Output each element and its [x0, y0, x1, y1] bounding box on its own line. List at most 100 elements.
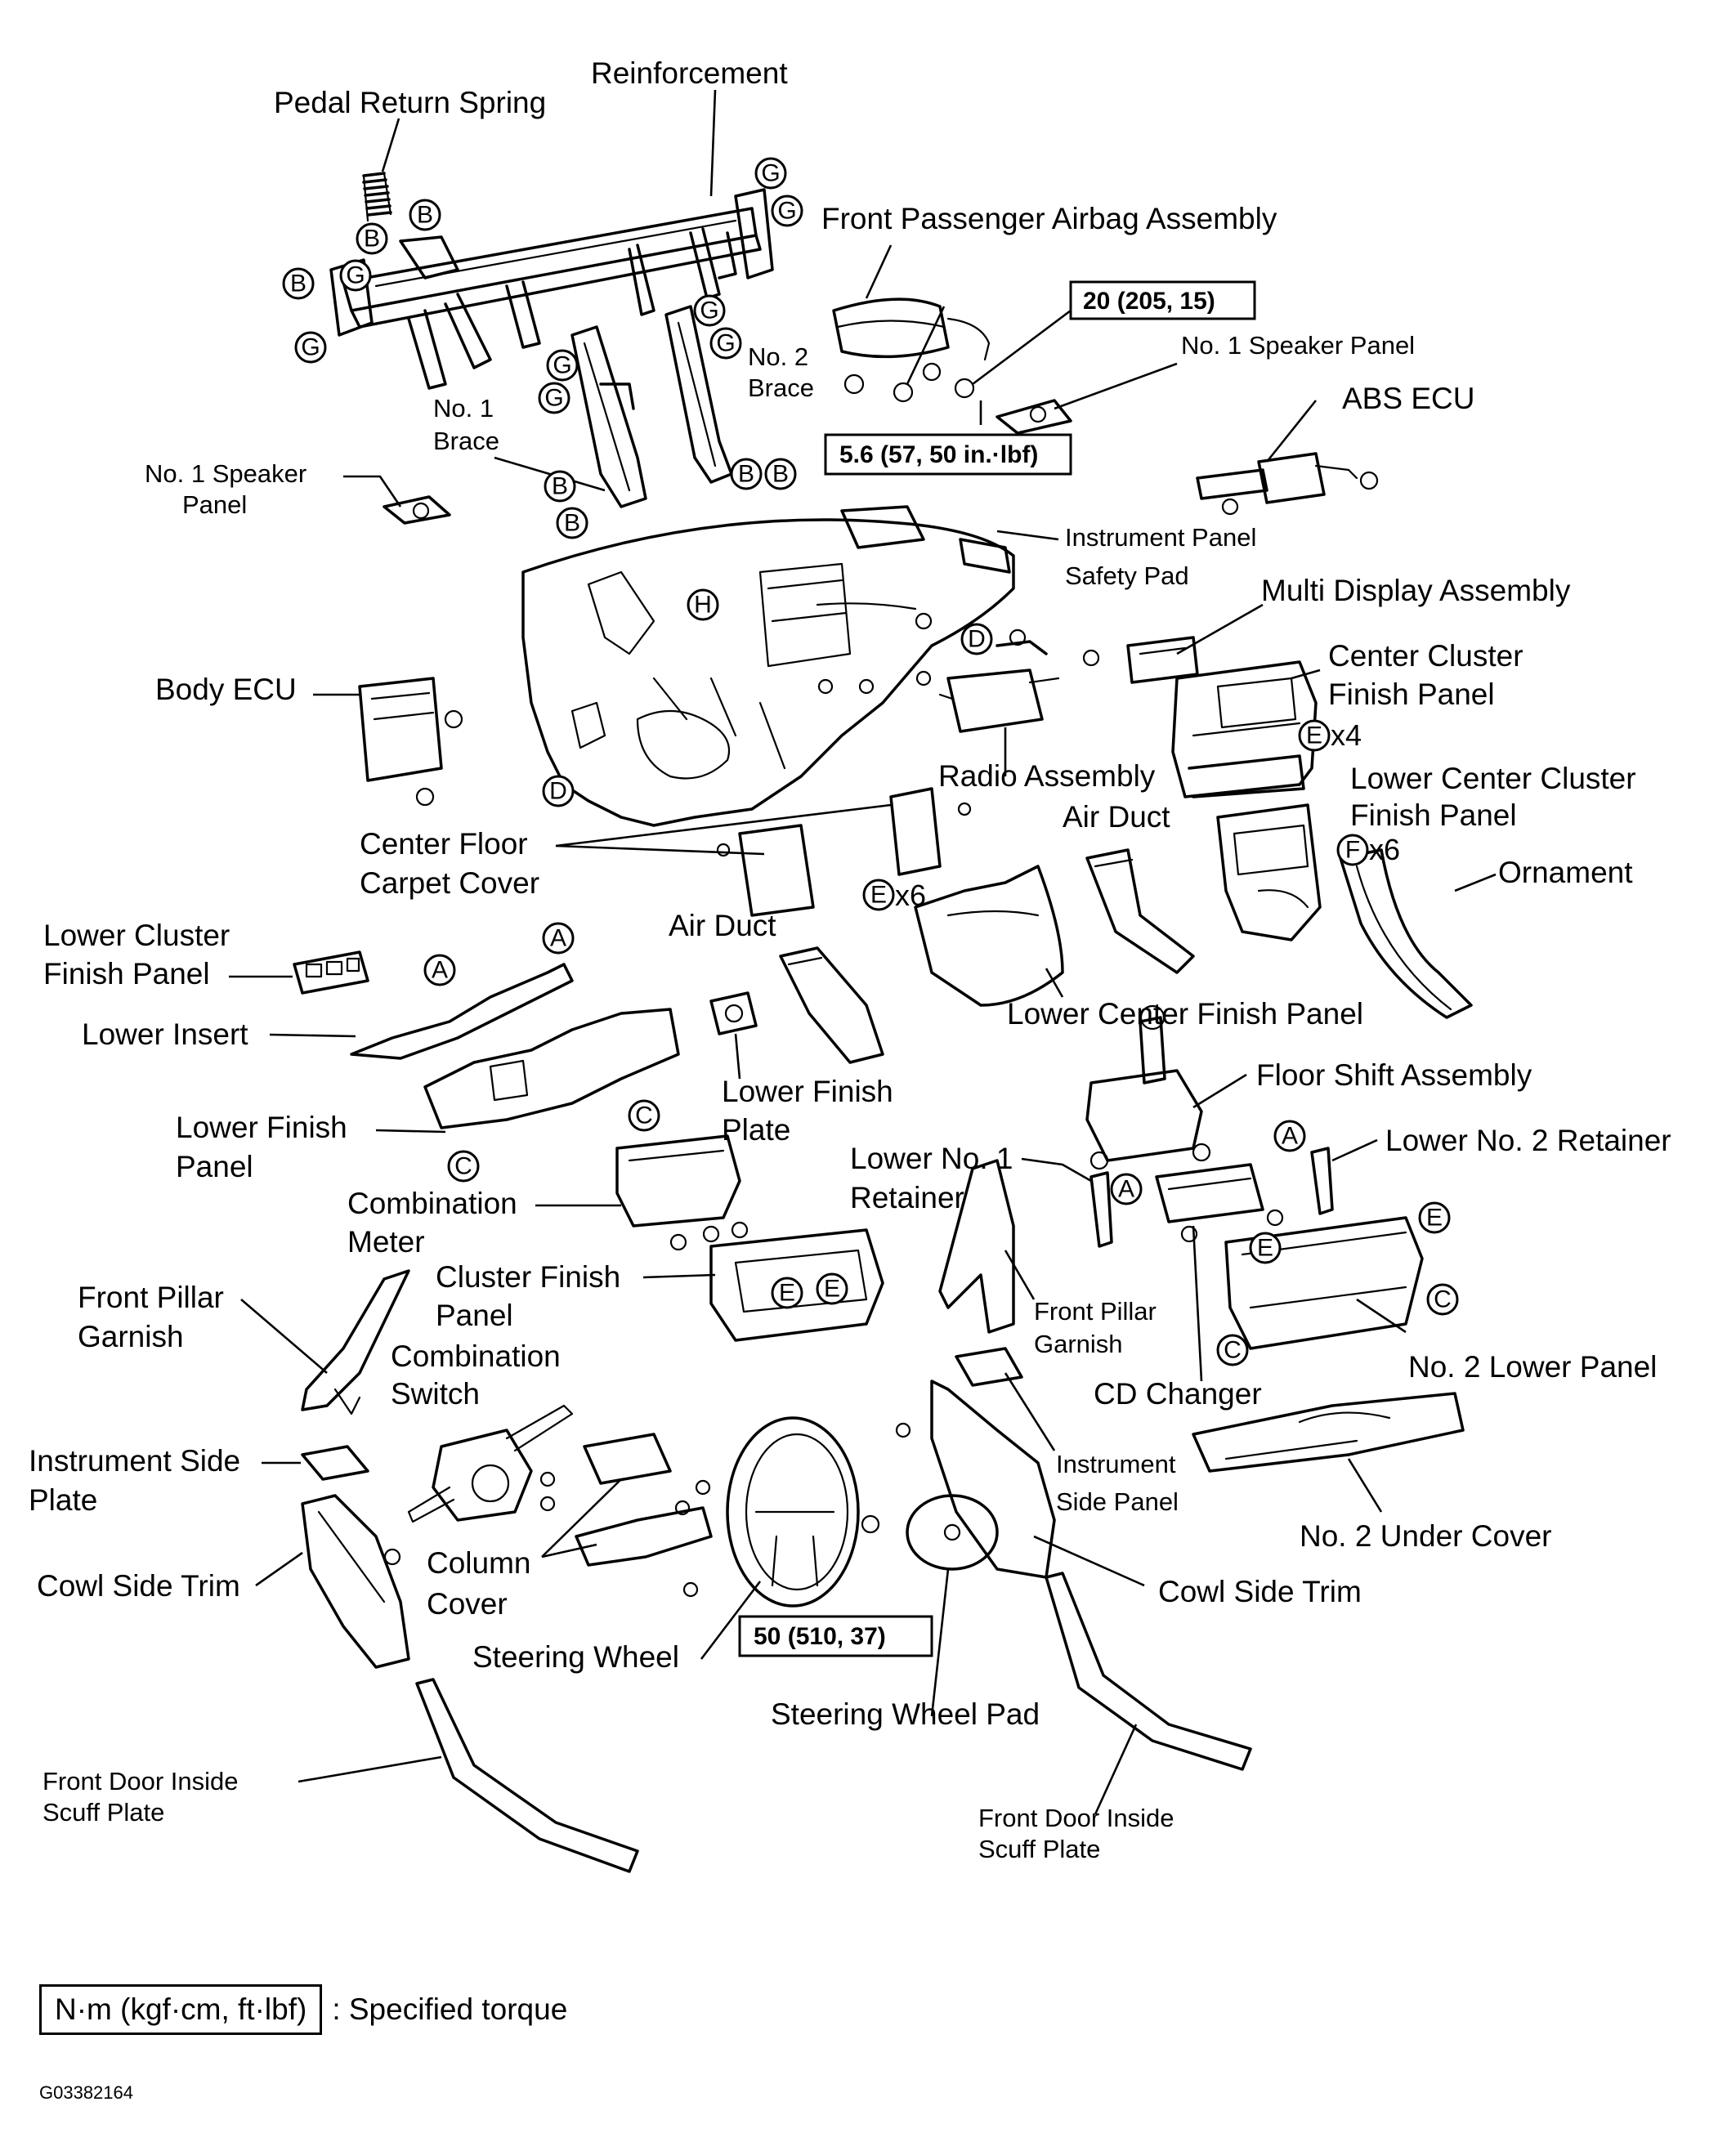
label-lower-no1-retainer-line1: Lower No. 1: [850, 1142, 1013, 1175]
label-column-cover-line2: Cover: [427, 1587, 508, 1621]
marker-c3: C: [1426, 1283, 1459, 1316]
label-no1-speaker-panel-right: No. 1 Speaker Panel: [1181, 331, 1415, 360]
pedal-return-spring-part: [362, 172, 392, 222]
label-steering-wheel-pad: Steering Wheel Pad: [771, 1697, 1040, 1731]
lower-center-finish-part: [914, 865, 1064, 1007]
instrument-side-panel-part: [955, 1347, 1023, 1387]
svg-text:D: D: [968, 626, 986, 653]
label-lower-finish-panel-line1: Lower Finish: [176, 1111, 347, 1144]
label-no1-brace-line2: Brace: [433, 427, 499, 455]
cluster-finish-part: [709, 1228, 884, 1342]
marker-b7: B: [556, 507, 588, 539]
marker-b1: B: [409, 199, 441, 231]
label-lower-no1-retainer-line2: Retainer: [850, 1181, 964, 1214]
label-center-floor-line2: Carpet Cover: [360, 866, 539, 900]
svg-text:B: B: [738, 461, 754, 488]
no2-under-cover-part: [1192, 1392, 1465, 1473]
lower-insert-part: [350, 963, 574, 1060]
svg-text:G: G: [700, 297, 718, 324]
svg-text:B: B: [417, 202, 433, 229]
ornament-part: [1339, 848, 1473, 1019]
svg-text:H: H: [694, 592, 712, 619]
svg-text:G: G: [301, 334, 320, 361]
label-body-ecu: Body ECU: [155, 673, 297, 706]
callout-labels: Pedal Return Spring Reinforcement Front …: [29, 56, 1671, 1863]
lower-no2-retainer-part: [1310, 1147, 1334, 1215]
label-air-duct-left: Air Duct: [669, 909, 776, 942]
steering-wheel-part: [726, 1416, 880, 1608]
label-no2-lower-panel: No. 2 Lower Panel: [1408, 1350, 1657, 1384]
air-duct-left-part: [779, 946, 884, 1064]
marker-c1: C: [628, 1099, 660, 1132]
label-front-pillar-left-line2: Garnish: [78, 1320, 184, 1353]
label-instrument-side-panel-line2: Side Panel: [1056, 1487, 1179, 1516]
marker-b2: B: [356, 222, 388, 255]
label-lower-cluster-line2: Finish Panel: [43, 957, 210, 991]
svg-text:C: C: [1434, 1286, 1452, 1313]
svg-text:A: A: [1118, 1176, 1134, 1203]
steering-wheel-pad-part: [906, 1494, 999, 1571]
label-instrument-side-panel-line1: Instrument: [1056, 1450, 1176, 1478]
marker-b4: B: [730, 458, 763, 490]
svg-text:E: E: [1426, 1205, 1443, 1232]
svg-text:A: A: [1282, 1123, 1298, 1150]
front-pillar-left-part: [301, 1269, 410, 1415]
label-scuff-left-line1: Front Door Inside: [43, 1767, 239, 1795]
lower-finish-plate-part: [709, 991, 758, 1035]
label-instrument-panel-line1: Instrument Panel: [1065, 523, 1256, 552]
body-ecu-part: [358, 677, 463, 807]
marker-g8: G: [538, 382, 570, 414]
label-cowl-side-right: Cowl Side Trim: [1158, 1575, 1362, 1608]
svg-text:C: C: [635, 1102, 653, 1129]
marker-e6: E: [816, 1272, 848, 1305]
multiplier-e-x6: x6: [895, 879, 926, 912]
marker-e3: E: [1418, 1201, 1451, 1234]
air-duct-right-part: [1085, 848, 1195, 974]
multiplier-f-x6: x6: [1369, 833, 1400, 866]
label-combination-meter-line1: Combination: [347, 1187, 517, 1220]
center-floor-part: [716, 787, 972, 917]
svg-text:A: A: [550, 925, 566, 952]
instrument-side-plate-part: [301, 1445, 369, 1481]
marker-b5: B: [764, 458, 797, 490]
marker-c4: C: [1216, 1334, 1249, 1366]
svg-text:E: E: [1306, 722, 1322, 749]
torque-text-airbag-upper: 20 (205, 15): [1083, 288, 1215, 315]
label-center-floor-line1: Center Floor: [360, 827, 528, 861]
label-lower-no2-retainer: Lower No. 2 Retainer: [1385, 1124, 1671, 1157]
label-air-duct-right: Air Duct: [1063, 800, 1170, 834]
speaker-panel-left-part: [383, 495, 451, 525]
marker-g6: G: [709, 327, 742, 360]
combination-switch-part: [407, 1404, 574, 1523]
svg-text:B: B: [290, 271, 306, 297]
marker-e5: E: [771, 1277, 803, 1309]
lower-finish-panel-part: [423, 1008, 680, 1129]
label-front-pillar-left-line1: Front Pillar: [78, 1281, 224, 1314]
legend-description: : Specified torque: [332, 1992, 568, 2026]
cowl-side-left-part: [301, 1494, 410, 1669]
torque-specs: 20 (205, 15) 5.6 (57, 50 in.·lbf) 50 (51…: [738, 280, 1256, 1657]
svg-text:C: C: [1224, 1337, 1242, 1364]
label-no1-speaker-panel-left-line2: Panel: [182, 490, 247, 519]
torque-legend: N·m (kgf·cm, ft·lbf) : Specified torque: [39, 1984, 568, 2035]
label-multi-display: Multi Display Assembly: [1261, 574, 1571, 607]
marker-g2: G: [771, 195, 803, 227]
scuff-right-part: [1045, 1572, 1252, 1771]
label-lower-finish-panel-line2: Panel: [176, 1150, 253, 1183]
svg-text:E: E: [824, 1276, 840, 1303]
label-instrument-side-plate-line2: Plate: [29, 1483, 97, 1517]
abs-ecu-part: [1196, 452, 1379, 516]
column-cover-part: [575, 1433, 713, 1598]
label-front-passenger-airbag: Front Passenger Airbag Assembly: [821, 202, 1277, 235]
label-scuff-right-line2: Scuff Plate: [978, 1835, 1100, 1863]
label-no2-under-cover: No. 2 Under Cover: [1300, 1519, 1551, 1553]
front-passenger-airbag-part: [832, 297, 991, 403]
svg-text:B: B: [564, 510, 580, 537]
torque-text-airbag-lower: 5.6 (57, 50 in.·lbf): [839, 441, 1038, 468]
label-abs-ecu: ABS ECU: [1342, 382, 1474, 415]
radio-assembly-part: [915, 628, 1060, 733]
torque-box-airbag-upper: [1069, 280, 1256, 320]
label-cowl-side-left: Cowl Side Trim: [37, 1569, 240, 1603]
label-cluster-finish-line2: Panel: [436, 1299, 513, 1332]
